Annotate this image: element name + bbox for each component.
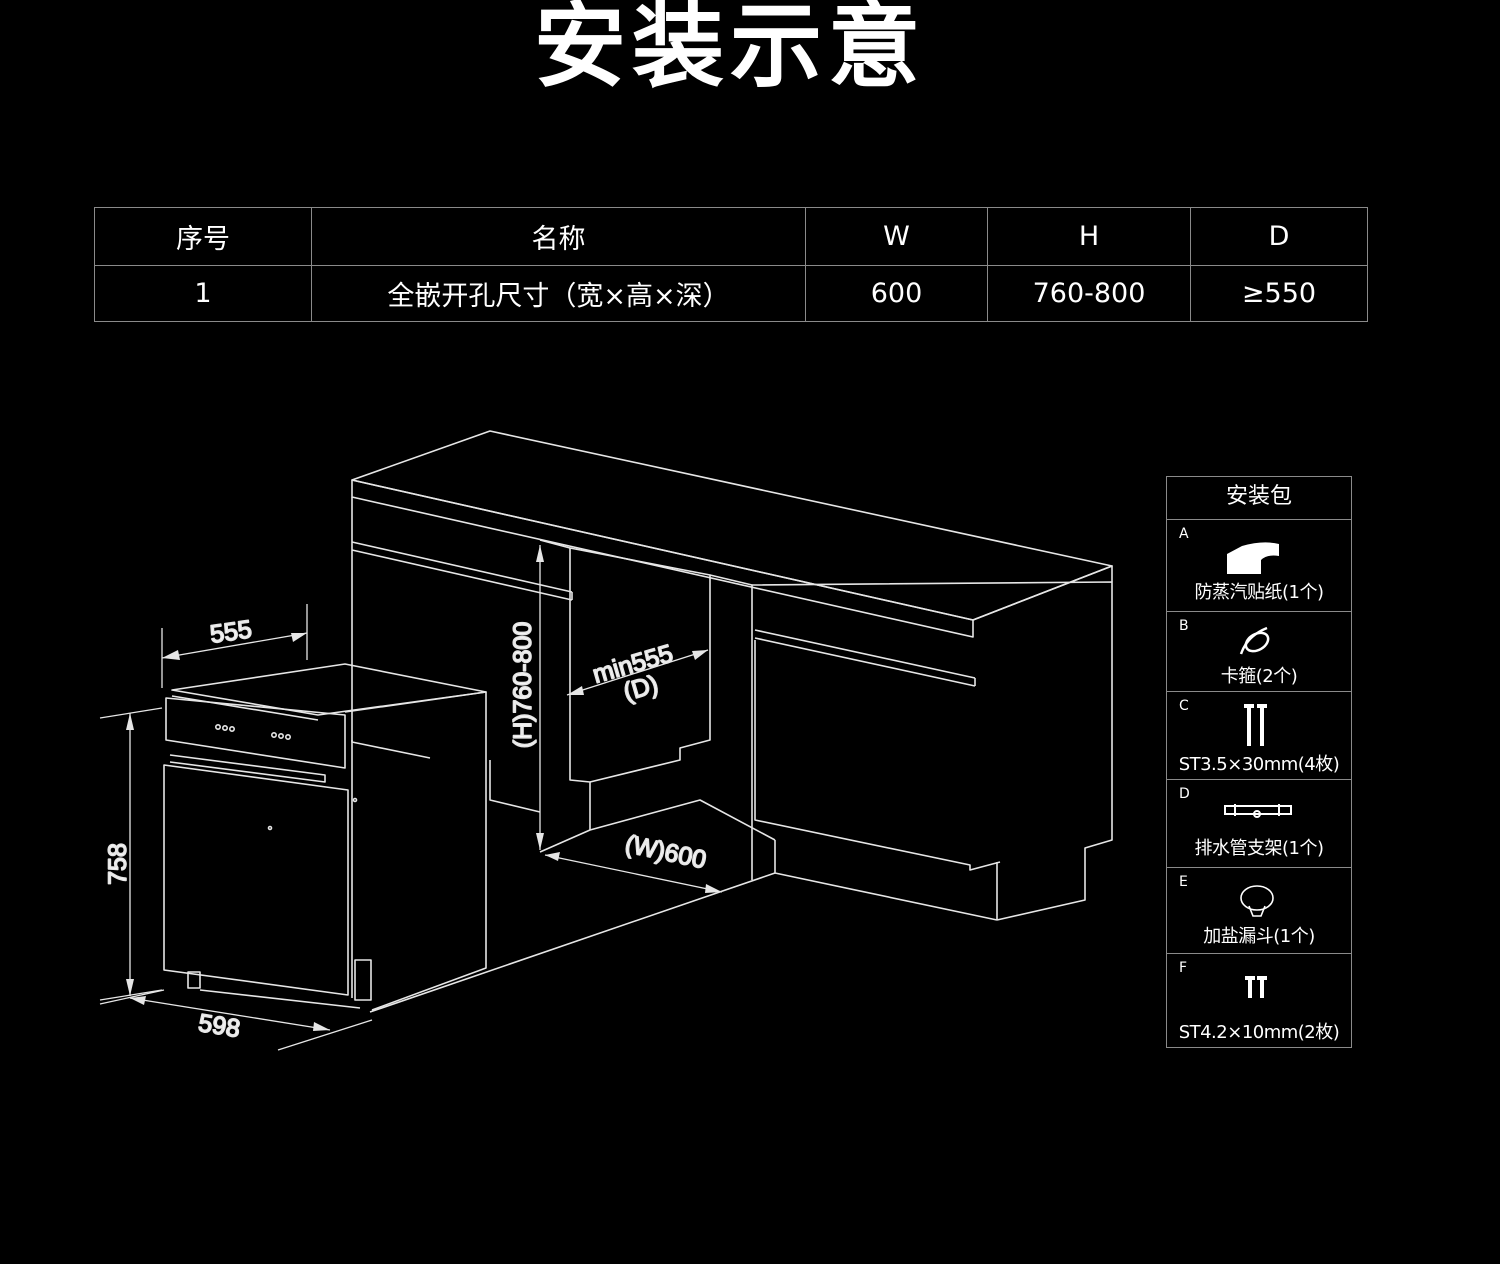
cutout-height-label: (H)760-800 — [509, 622, 537, 748]
page-title: 安装示意 — [533, 0, 926, 100]
cell-height: 760-800 — [987, 265, 1191, 322]
cabinet-outline — [351, 430, 1113, 1013]
header-height: H — [987, 207, 1191, 266]
cell-index: 1 — [94, 265, 312, 322]
kit-letter: A — [1179, 526, 1189, 542]
header-depth: D — [1190, 207, 1368, 266]
kit-letter: B — [1179, 618, 1189, 634]
table-row: 1 全嵌开孔尺寸（宽×高×深） 600 760-800 ≥550 — [94, 265, 1368, 322]
installation-kit-panel: 安装包 A 防蒸汽贴纸(1个) B 卡箍(2个) C ST3.5×30mm(4枚… — [1166, 476, 1352, 1048]
kit-item-label: 加盐漏斗(1个) — [1203, 926, 1315, 947]
kit-item-f: F ST4.2×10mm(2枚) — [1167, 954, 1351, 1048]
cell-name: 全嵌开孔尺寸（宽×高×深） — [311, 265, 806, 322]
kit-item-b: B 卡箍(2个) — [1167, 612, 1351, 692]
cutout-width-label: (W)600 — [623, 830, 709, 874]
kit-letter: F — [1179, 960, 1188, 976]
kit-item-label: ST4.2×10mm(2枚) — [1178, 1022, 1340, 1043]
dimension-lines — [99, 545, 723, 1051]
kit-item-label: 卡箍(2个) — [1220, 666, 1298, 687]
kit-letter: C — [1179, 698, 1189, 714]
kit-item-label: ST3.5×30mm(4枚) — [1178, 754, 1340, 775]
header-width: W — [805, 207, 988, 266]
cell-width: 600 — [805, 265, 988, 322]
spec-table: 序号 名称 W H D 1 全嵌开孔尺寸（宽×高×深） 600 760-800 … — [94, 207, 1368, 322]
dishwasher-outline — [163, 663, 487, 1011]
drain-bracket-icon — [1224, 804, 1292, 818]
kit-item-label: 排水管支架(1个) — [1194, 838, 1325, 859]
salt-funnel-icon — [1240, 885, 1274, 917]
clamp-icon — [1239, 626, 1270, 655]
dim-width-label: 598 — [196, 1009, 242, 1043]
header-index: 序号 — [94, 207, 312, 266]
kit-item-c: C ST3.5×30mm(4枚) — [1167, 692, 1351, 780]
kit-title: 安装包 — [1167, 477, 1351, 520]
kit-item-d: D 排水管支架(1个) — [1167, 780, 1351, 868]
dim-height-label: 758 — [104, 843, 132, 885]
kit-letter: D — [1179, 786, 1190, 802]
sticker-icon — [1227, 542, 1279, 574]
dim-depth-label: 555 — [208, 615, 253, 649]
short-screw-icon — [1245, 976, 1267, 998]
dimension-arrows — [126, 545, 722, 1031]
kit-item-a: A 防蒸汽贴纸(1个) — [1167, 520, 1351, 612]
cell-depth: ≥550 — [1190, 265, 1368, 322]
kit-item-e: E 加盐漏斗(1个) — [1167, 868, 1351, 954]
kit-letter: E — [1179, 874, 1188, 890]
long-screw-icon — [1244, 704, 1267, 746]
kit-item-label: 防蒸汽贴纸(1个) — [1194, 582, 1325, 603]
